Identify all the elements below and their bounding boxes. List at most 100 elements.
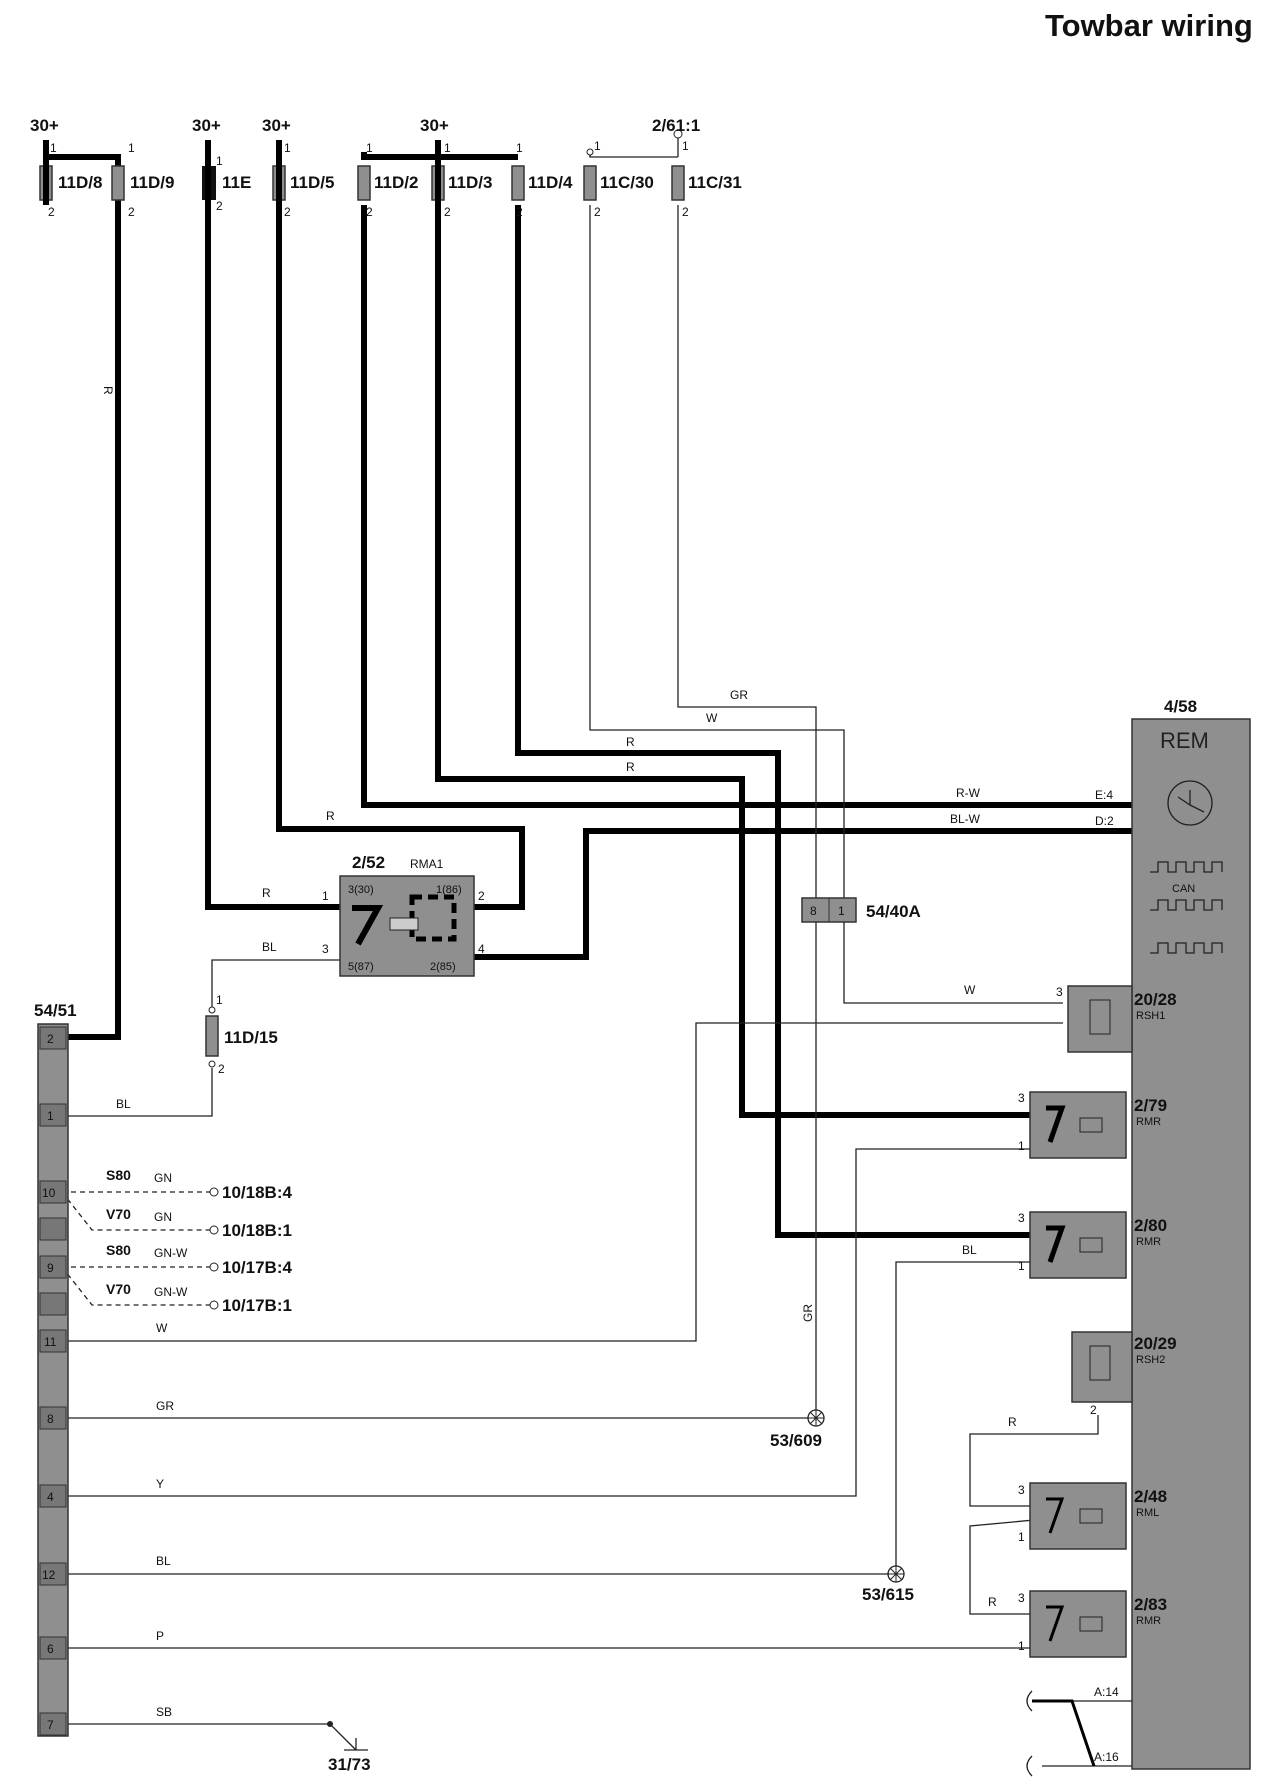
comp-switch [1046, 1497, 1065, 1534]
fuse-label-11d5: 11D/5 [290, 173, 334, 192]
comp-id: 2/48 [1134, 1487, 1167, 1506]
pin-no: 2 [444, 205, 451, 219]
wire-gn-v70 [61, 1191, 210, 1231]
fuse-11c30 [583, 165, 597, 201]
pin-no: 2 [594, 205, 601, 219]
comp-switch [1046, 1605, 1065, 1642]
conn-pin: 7 [47, 1718, 54, 1732]
cell [39, 1180, 67, 1204]
pin-no: 2 [366, 205, 373, 219]
fuse-label-11d9: 11D/9 [130, 173, 174, 192]
rem-symbol-lines [1177, 790, 1205, 813]
wire-30-bar [361, 152, 518, 160]
fuse-label-11d2: 11D/2 [374, 173, 418, 192]
pin-no: 1 [216, 154, 223, 168]
relay-term-85: 2(85) [430, 961, 456, 973]
ref-label: 10/17B:1 [222, 1296, 292, 1315]
wire-label: GN [154, 1210, 172, 1224]
pin-no: 1 [50, 141, 57, 155]
pin-no: 1 [682, 139, 689, 153]
supply-label-3: 30+ [262, 116, 291, 135]
can-wave-mid [1150, 899, 1223, 911]
cell [39, 1255, 67, 1279]
pin-no: 3 [1018, 1483, 1025, 1497]
wire-label: BL [262, 940, 277, 954]
wire-rw-e4 [361, 205, 1132, 808]
wire-label: R [101, 386, 115, 395]
comp-coil [1079, 1237, 1103, 1253]
wire-label: BL [156, 1554, 171, 1568]
comp-inner [1089, 1345, 1111, 1381]
pin-no: 3 [322, 942, 329, 956]
ref-terminal [209, 1187, 219, 1197]
ground-label-53-609: 53/609 [770, 1431, 822, 1450]
wire-label: GR [801, 1304, 815, 1322]
connector-54-51: 54/51 2 1 10 9 11 8 4 12 6 7 [34, 1001, 77, 1737]
wire-label: P [156, 1629, 164, 1643]
pin-no: 3 [1018, 1091, 1025, 1105]
comp-inner [1089, 999, 1111, 1035]
wire-label: SB [156, 1705, 172, 1719]
cell [39, 1329, 67, 1353]
conn-pin: 6 [47, 1642, 54, 1656]
pin-no: 2 [1090, 1403, 1097, 1417]
wire-w-pin11 [62, 1022, 1063, 1342]
cell [39, 1406, 67, 1430]
comp-sub: RSH2 [1136, 1354, 1165, 1366]
wire-label: R [988, 1595, 997, 1609]
comp-coil [1079, 1117, 1103, 1133]
wire-r-11e [205, 205, 340, 910]
comp-id: 2/79 [1134, 1096, 1167, 1115]
comp-body [1071, 1331, 1133, 1403]
fuse-label-11c30: 11C/30 [600, 173, 654, 192]
pin-no: 1 [1018, 1259, 1025, 1273]
pin-no: 2 [284, 205, 291, 219]
wire-labels: R R R R R GR W R-W BL-W BL W BL GN GN GN… [101, 386, 1017, 1719]
break-mark-a16 [1026, 1755, 1033, 1777]
wire-gnw-v70 [61, 1266, 210, 1306]
comp-sub: RMR [1136, 1116, 1161, 1128]
connector-54-40a-pin1: 1 [838, 904, 845, 918]
fuse-label-11d3: 11D/3 [448, 173, 492, 192]
fuse-11d15 [205, 1015, 219, 1057]
pin-no: 1 [516, 141, 523, 155]
variant-s80: S80 [106, 1242, 131, 1258]
conn-pin: 9 [47, 1261, 54, 1275]
wire-label: R [626, 760, 635, 774]
pin-no: 1 [322, 889, 329, 903]
rem-pin-d2: D:2 [1095, 814, 1114, 828]
comp-body [1067, 985, 1133, 1053]
wire-label: BL-W [950, 812, 981, 826]
pin-no: 1 [1018, 1530, 1025, 1544]
ground-31-73-icon [344, 1738, 368, 1751]
comp-coil [1079, 1508, 1103, 1524]
comp-coil [1079, 1616, 1103, 1632]
wire-r-11d9 [43, 152, 121, 1040]
variant-refs: S80 V70 S80 V70 10/18B:4 10/18B:1 10/17B… [106, 1167, 292, 1315]
wire-r-11d4 [515, 205, 1054, 1238]
diagram-title: Towbar wiring [1045, 8, 1253, 43]
rem-symbol-icon [1167, 780, 1213, 826]
wire-label: W [706, 711, 718, 725]
pin-no: 3 [1018, 1591, 1025, 1605]
ref-label: 10/18B:1 [222, 1221, 292, 1240]
wire-label: GN [154, 1171, 172, 1185]
comp-body [1029, 1482, 1127, 1550]
supply-label-1: 30+ [30, 116, 59, 135]
rem-name: REM [1160, 728, 1209, 753]
relay-2-52-id: 2/52 [352, 853, 385, 872]
wire-label: R [326, 809, 335, 823]
wire-label: BL [962, 1243, 977, 1257]
relay-2-52-resistor [389, 917, 419, 931]
pin-no: 2 [128, 205, 135, 219]
fuse-label-11c31: 11C/31 [688, 173, 742, 192]
rem-module: 4/58 REM CAN E:4 D:2 A:14 A:16 [1026, 697, 1251, 1777]
wire-label: R [262, 886, 271, 900]
wire-label: Y [156, 1477, 164, 1491]
ref-terminal [209, 1262, 219, 1272]
comp-body [1029, 1590, 1127, 1658]
fuse-label-11d8: 11D/8 [58, 173, 102, 192]
fuse-11d15-top-term [208, 1006, 216, 1014]
ref-terminal [209, 1225, 219, 1235]
rem-pin-a16: A:16 [1094, 1750, 1119, 1764]
